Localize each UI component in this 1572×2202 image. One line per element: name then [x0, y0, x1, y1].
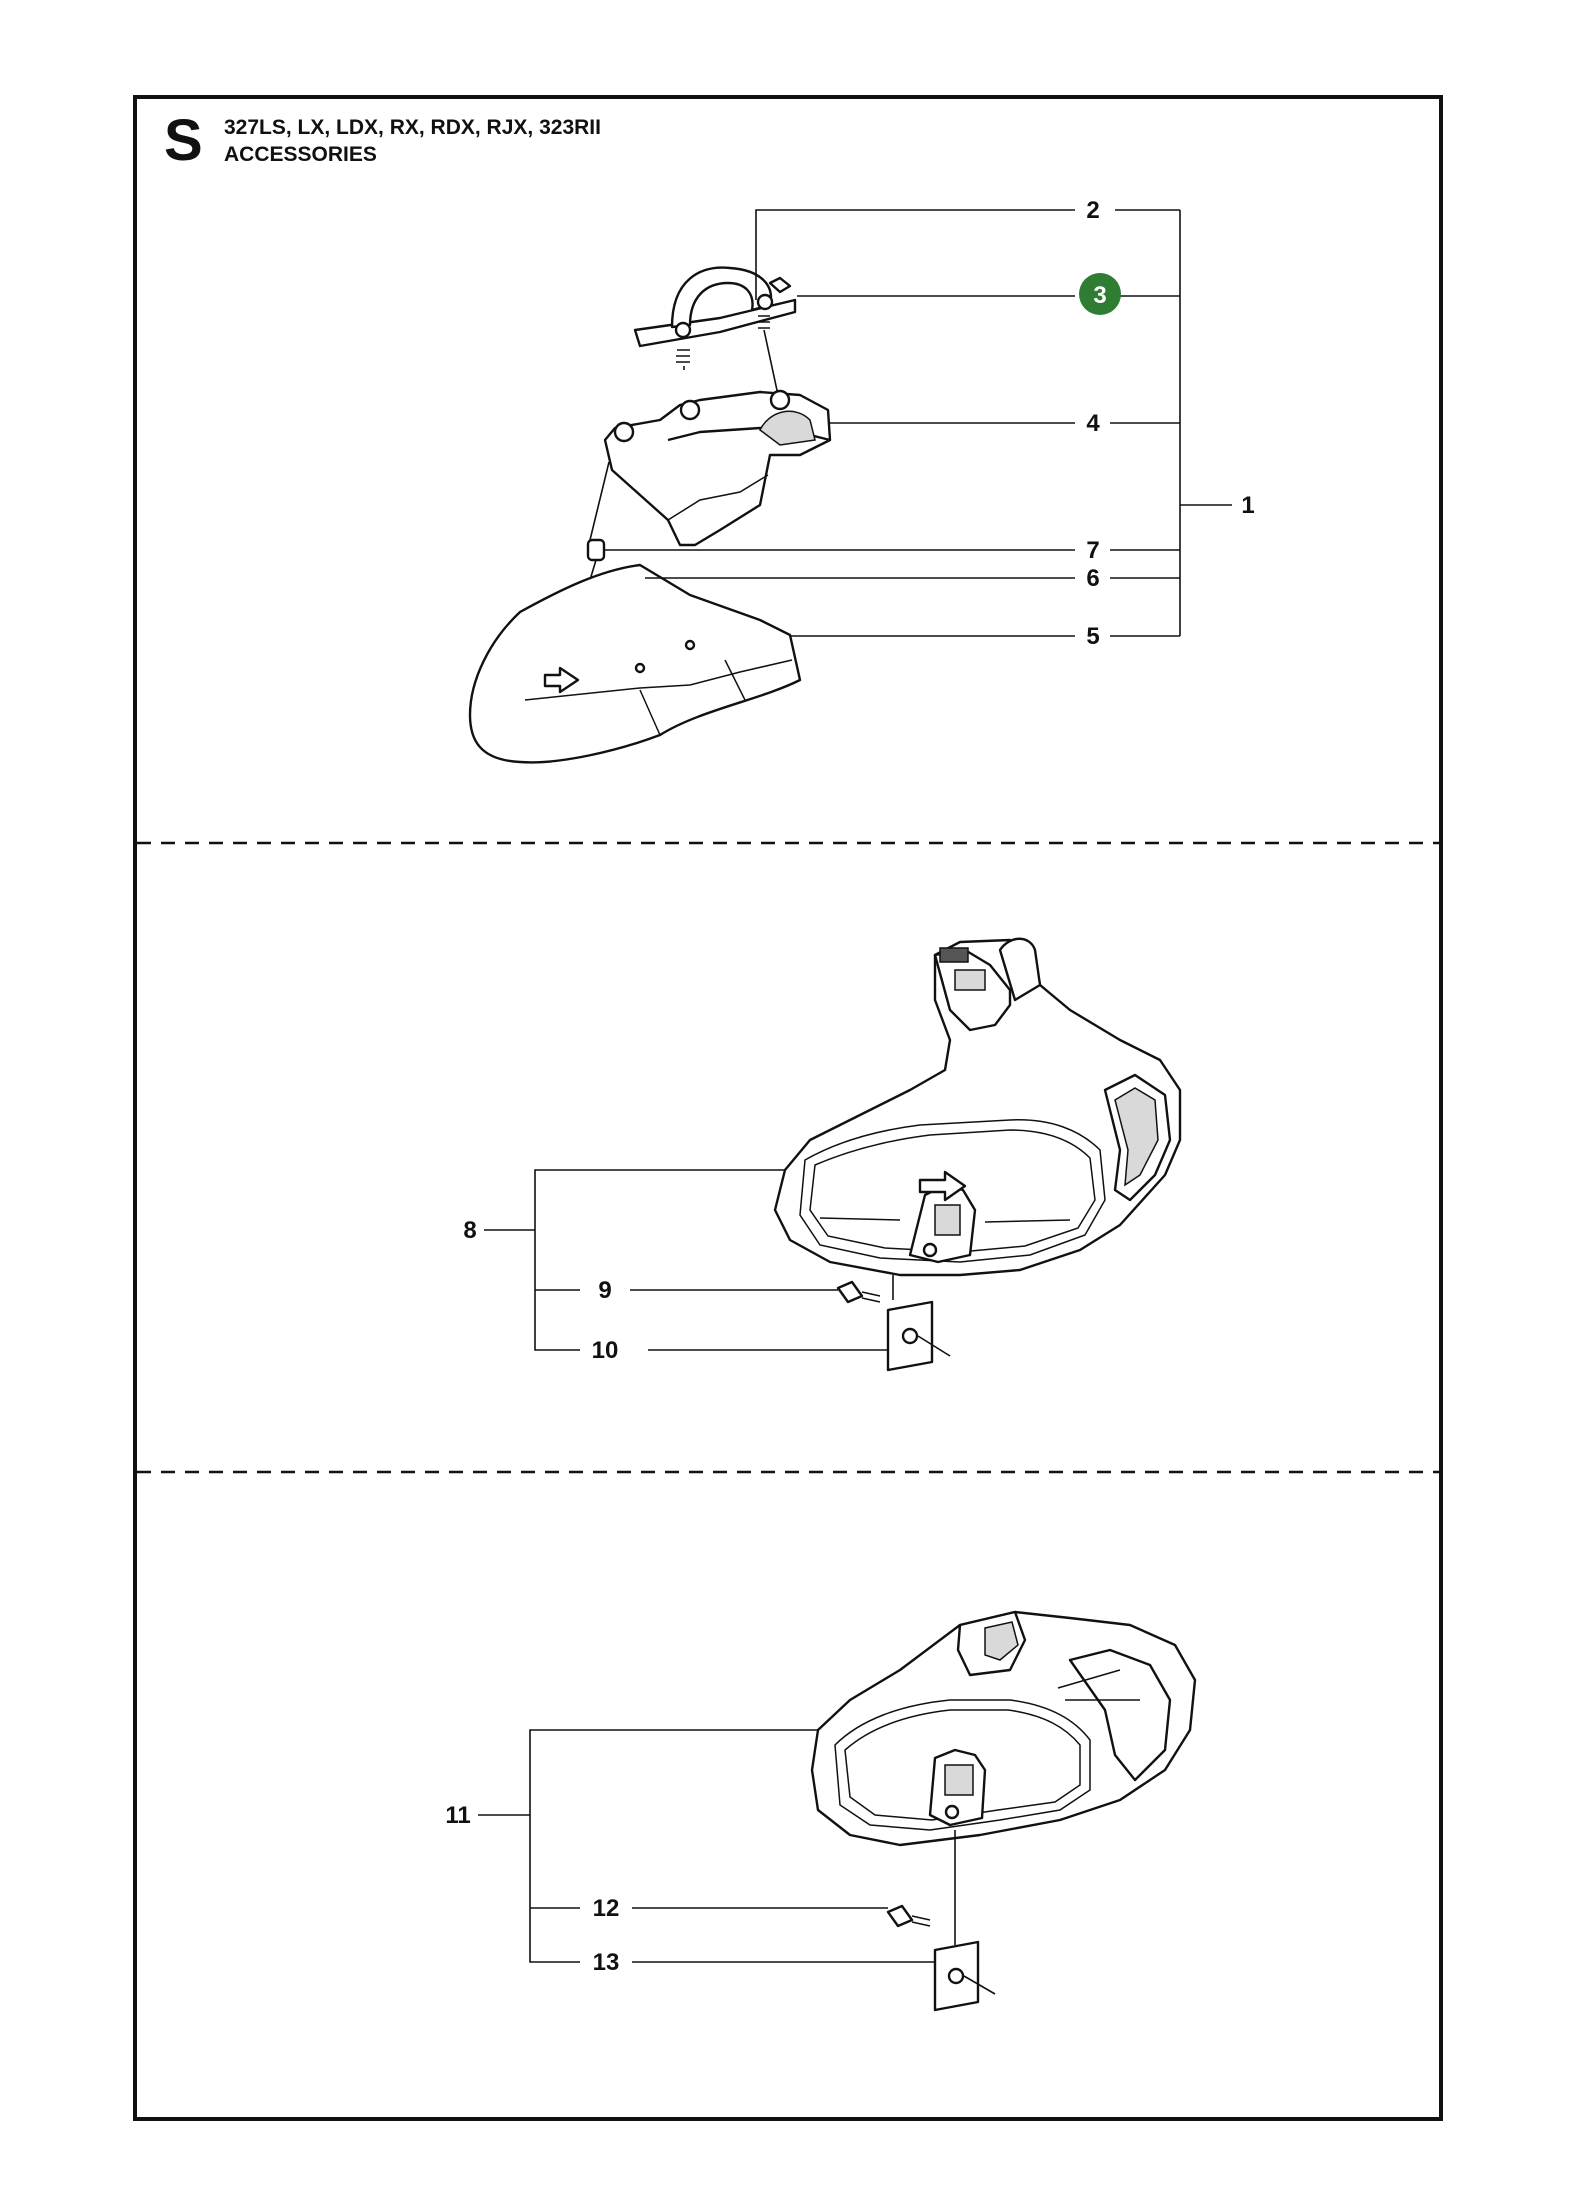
callout-4: 4	[1086, 410, 1100, 437]
callout-8: 8	[463, 1217, 476, 1244]
callout-leaders-section-1	[604, 209, 1232, 637]
callout-12: 12	[593, 1895, 620, 1922]
part-blade-guard	[810, 1610, 1197, 1847]
part-grass-guard-small	[468, 563, 802, 764]
callout-6: 6	[1086, 565, 1099, 592]
page-frame	[133, 95, 1443, 2121]
part-clamp-screws	[676, 315, 779, 396]
section-title: ACCESSORIES	[224, 143, 377, 166]
part-blade-guard-screw-and-plate	[886, 1830, 996, 2012]
callout-7: 7	[1086, 537, 1099, 564]
callout-3: 3	[1093, 282, 1106, 309]
part-clamp	[633, 266, 797, 348]
part-grass-guard-large	[773, 937, 1182, 1277]
callout-11: 11	[445, 1802, 470, 1829]
callout-10: 10	[592, 1337, 619, 1364]
part-guard-bracket	[603, 389, 832, 547]
callout-13: 13	[593, 1949, 620, 1976]
highlight-badge	[1079, 273, 1121, 315]
callout-2: 2	[1086, 197, 1099, 224]
callout-9: 9	[598, 1277, 611, 1304]
model-list: 327LS, LX, LDX, RX, RDX, RJX, 323RII	[224, 116, 601, 139]
callout-5: 5	[1086, 623, 1099, 650]
page-title: 327LS, LX, LDX, RX, RDX, RJX, 323RII ACC…	[224, 114, 601, 168]
callout-1: 1	[1241, 492, 1254, 519]
part-guard-screw-and-plate	[836, 1275, 951, 1372]
callout-leaders-section-3	[478, 1729, 935, 1963]
callout-leaders-section-2	[484, 1169, 888, 1351]
section-letter: S	[164, 108, 203, 173]
